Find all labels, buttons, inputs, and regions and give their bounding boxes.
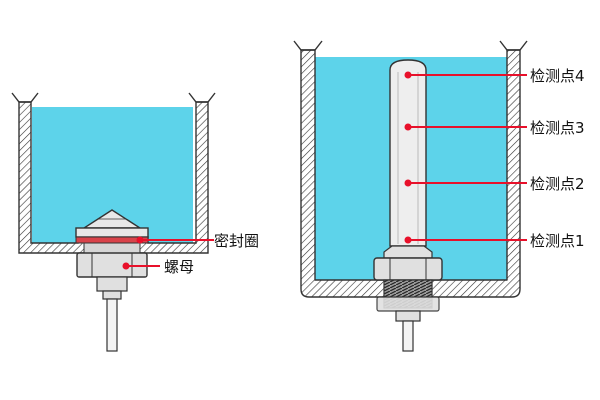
probe-hex-top — [383, 245, 433, 259]
detect-point-4-dot — [404, 71, 412, 79]
nut-leader-dot — [122, 262, 130, 270]
detect-point-2-label: 检测点2 — [530, 175, 585, 193]
left-sensor-cable-gland — [102, 290, 122, 300]
right-sensor: 检测点4 检测点3 检测点2 检测点1 — [373, 59, 585, 352]
right-tank-rim-right — [499, 40, 528, 51]
nut-label: 螺母 — [164, 258, 194, 276]
probe-cable — [402, 320, 414, 352]
detect-point-2-dot — [404, 179, 412, 187]
seal-label: 密封圈 — [214, 232, 259, 250]
right-tank-rim-left — [293, 40, 323, 51]
probe-lock-nut — [376, 296, 440, 312]
detect-point-1-dot — [404, 236, 412, 244]
detect-point-1-label: 检测点1 — [530, 232, 585, 250]
probe-tube — [389, 59, 427, 247]
left-tank-rim-right — [188, 92, 216, 103]
left-sensor-stem — [96, 276, 128, 292]
probe-stem — [395, 310, 421, 322]
left-sensor-body — [83, 242, 141, 254]
probe-hex-nut — [373, 257, 443, 281]
detect-point-3-label: 检测点3 — [530, 119, 585, 137]
detect-point-3-dot — [404, 123, 412, 131]
left-sensor-cable — [106, 298, 118, 352]
seal-leader-dot — [136, 236, 144, 244]
detect-point-4-label: 检测点4 — [530, 67, 585, 85]
left-sensor: 密封圈 螺母 — [75, 209, 259, 352]
left-sensor-flange — [75, 227, 149, 238]
left-tank-rim-left — [11, 92, 39, 103]
